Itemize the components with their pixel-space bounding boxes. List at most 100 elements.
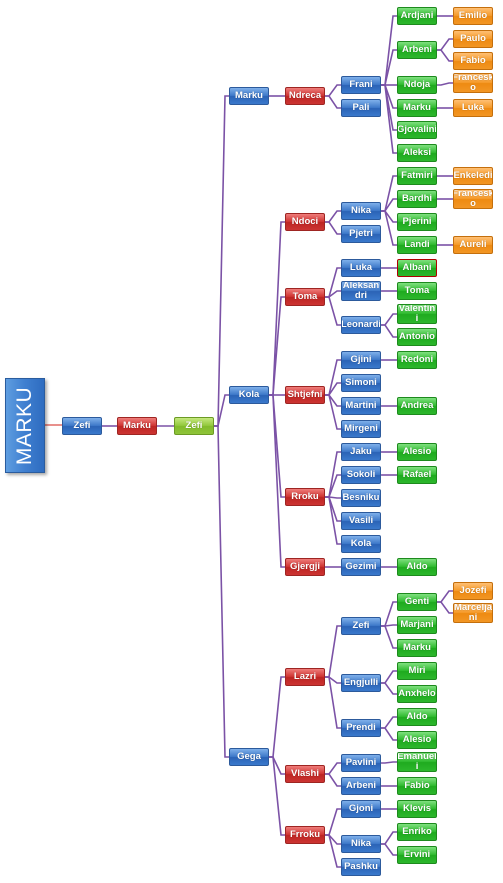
node-marjani[interactable]: Marjani: [397, 616, 437, 634]
node-leonardi[interactable]: Leonardi: [341, 316, 381, 334]
connector-line: [325, 394, 341, 407]
node-fabio-2[interactable]: Fabio: [397, 777, 437, 795]
node-gjovalini[interactable]: Gjovalini: [397, 121, 437, 139]
node-bardhi[interactable]: Bardhi: [397, 190, 437, 208]
node-ndoci[interactable]: Ndoci: [285, 213, 325, 231]
node-nika-1[interactable]: Nika: [341, 202, 381, 220]
node-aleksandri[interactable]: Aleksan dri: [341, 281, 381, 301]
node-valentini[interactable]: Valentin i: [397, 304, 437, 324]
node-engjulli[interactable]: Engjulli: [341, 674, 381, 692]
node-aureli[interactable]: Aureli: [453, 236, 493, 254]
node-arbeni-2[interactable]: Arbeni: [341, 777, 381, 795]
node-luka-2[interactable]: Luka: [341, 259, 381, 277]
node-besniku[interactable]: Besniku: [341, 489, 381, 507]
node-frani[interactable]: Frani: [341, 76, 381, 94]
node-alesio-1[interactable]: Alesio: [397, 443, 437, 461]
node-francesko-2[interactable]: Francesk o: [453, 189, 493, 209]
node-gezimi[interactable]: Gezimi: [341, 558, 381, 576]
node-kola-2[interactable]: Kola: [341, 535, 381, 553]
node-luka-1[interactable]: Luka: [453, 99, 493, 117]
node-zefi-a[interactable]: Zefi: [62, 417, 102, 435]
node-klevis[interactable]: Klevis: [397, 800, 437, 818]
node-gjini[interactable]: Gjini: [341, 351, 381, 369]
connector-line: [381, 210, 397, 223]
node-lazri[interactable]: Lazri: [285, 668, 325, 686]
connector-line: [269, 756, 285, 775]
node-emanueli[interactable]: Emanuel i: [397, 752, 437, 772]
node-pavlini[interactable]: Pavlini: [341, 754, 381, 772]
node-kola[interactable]: Kola: [229, 386, 269, 404]
node-marku-b[interactable]: Marku: [229, 87, 269, 105]
node-arbeni-1[interactable]: Arbeni: [397, 41, 437, 59]
connector-line: [325, 834, 341, 845]
node-ndreca[interactable]: Ndreca: [285, 87, 325, 105]
node-toma[interactable]: Toma: [285, 288, 325, 306]
node-marku-c[interactable]: Marku: [397, 99, 437, 117]
node-martini[interactable]: Martini: [341, 397, 381, 415]
node-ervini[interactable]: Ervini: [397, 846, 437, 864]
node-marku-d[interactable]: Marku: [397, 639, 437, 657]
node-fatmiri[interactable]: Fatmiri: [397, 167, 437, 185]
node-genti[interactable]: Genti: [397, 593, 437, 611]
connector-line: [214, 394, 229, 427]
connector-line: [381, 716, 397, 729]
node-pjetri[interactable]: Pjetri: [341, 225, 381, 243]
node-landi[interactable]: Landi: [397, 236, 437, 254]
node-gega[interactable]: Gega: [229, 748, 269, 766]
node-enkeledi[interactable]: Enkeledi: [453, 167, 493, 185]
node-vasili[interactable]: Vasili: [341, 512, 381, 530]
node-pjerini[interactable]: Pjerini: [397, 213, 437, 231]
node-aleksi[interactable]: Aleksi: [397, 144, 437, 162]
connector-line: [381, 843, 397, 856]
node-zefi-b[interactable]: Zefi: [174, 417, 214, 435]
node-miri[interactable]: Miri: [397, 662, 437, 680]
node-zefi-c[interactable]: Zefi: [341, 617, 381, 635]
node-emilio[interactable]: Emilio: [453, 7, 493, 25]
node-aldo-1[interactable]: Aldo: [397, 558, 437, 576]
node-jozefi[interactable]: Jozefi: [453, 582, 493, 600]
node-fabio-1[interactable]: Fabio: [453, 52, 493, 70]
connector-line: [325, 95, 341, 109]
node-pashku[interactable]: Pashku: [341, 858, 381, 876]
connector-line: [325, 834, 341, 868]
node-andrea[interactable]: Andrea: [397, 397, 437, 415]
node-simoni[interactable]: Simoni: [341, 374, 381, 392]
root-label: MARKU: [13, 386, 36, 465]
node-anxhelo[interactable]: Anxhelo: [397, 685, 437, 703]
node-redoni[interactable]: Redoni: [397, 351, 437, 369]
node-antonio[interactable]: Antonio: [397, 328, 437, 346]
node-nika-2[interactable]: Nika: [341, 835, 381, 853]
node-toma-2[interactable]: Toma: [397, 282, 437, 300]
connector-line: [381, 324, 397, 338]
node-vlashi[interactable]: Vlashi: [285, 765, 325, 783]
node-gjoni[interactable]: Gjoni: [341, 800, 381, 818]
node-paulo[interactable]: Paulo: [453, 30, 493, 48]
connector-line: [325, 296, 341, 326]
node-shtjefni[interactable]: Shtjefni: [285, 386, 325, 404]
node-sokoli[interactable]: Sokoli: [341, 466, 381, 484]
node-ardjani[interactable]: Ardjani: [397, 7, 437, 25]
connector-line: [214, 95, 229, 427]
connector-line: [437, 601, 453, 614]
node-jaku[interactable]: Jaku: [341, 443, 381, 461]
connector-line: [325, 382, 341, 396]
node-francesko-1[interactable]: Francesk o: [453, 73, 493, 93]
connector-line: [325, 762, 341, 775]
node-enriko[interactable]: Enriko: [397, 823, 437, 841]
node-marku-a[interactable]: Marku: [117, 417, 157, 435]
connector-line: [325, 676, 341, 684]
node-rroku[interactable]: Rroku: [285, 488, 325, 506]
node-ndoja[interactable]: Ndoja: [397, 76, 437, 94]
root-node[interactable]: MARKU: [5, 378, 45, 473]
node-gjergji[interactable]: Gjergji: [285, 558, 325, 576]
node-mirgeni[interactable]: Mirgeni: [341, 420, 381, 438]
node-frroku[interactable]: Frroku: [285, 826, 325, 844]
node-alesio-2[interactable]: Alesio: [397, 731, 437, 749]
node-prendi[interactable]: Prendi: [341, 719, 381, 737]
node-pali[interactable]: Pali: [341, 99, 381, 117]
connector-line: [214, 425, 229, 758]
node-rafael[interactable]: Rafael: [397, 466, 437, 484]
node-marcelja[interactable]: Marcelja ni: [453, 603, 493, 623]
node-albani[interactable]: Albani: [397, 259, 437, 277]
node-aldo-2[interactable]: Aldo: [397, 708, 437, 726]
